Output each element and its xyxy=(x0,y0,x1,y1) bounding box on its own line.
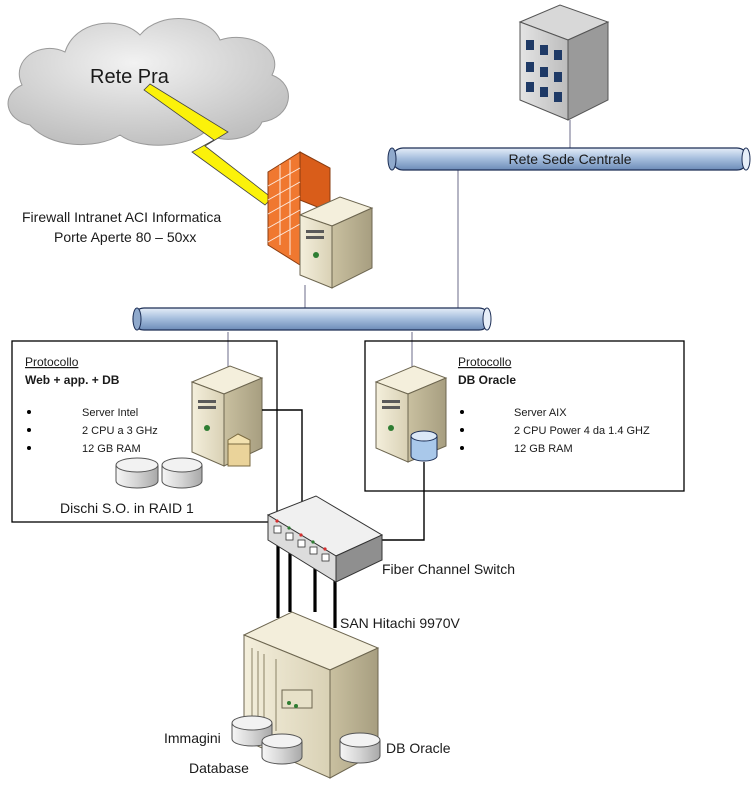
fiber-channel-switch-icon xyxy=(266,495,384,583)
server-right-bullet: 2 CPU Power 4 da 1.4 GHZ xyxy=(514,425,650,437)
building-icon xyxy=(518,4,610,121)
network-local-pipe xyxy=(132,307,492,331)
server-left-bullet: 2 CPU a 3 GHz xyxy=(82,425,158,437)
server-right-subtitle: DB Oracle xyxy=(458,373,516,387)
server-left-title: Protocollo xyxy=(25,355,79,369)
connectors xyxy=(227,120,571,370)
server-left-icon xyxy=(190,365,264,467)
server-left-box xyxy=(11,340,278,523)
san-disk-label: Database xyxy=(189,760,249,776)
server-right-box xyxy=(364,340,685,492)
disk-icon xyxy=(115,457,159,489)
server-left-bullets xyxy=(27,410,31,450)
firewall-label-line2: Porte Aperte 80 – 50xx xyxy=(54,229,196,245)
firewall-label-line1: Firewall Intranet ACI Informatica xyxy=(22,209,221,225)
san-disk-label: Immagini xyxy=(164,730,221,746)
server-right-bullet: Server AIX xyxy=(514,407,567,419)
server-right-bullet: 12 GB RAM xyxy=(514,443,573,455)
san-disk-label: DB Oracle xyxy=(386,740,451,756)
san-label: SAN Hitachi 9970V xyxy=(340,615,461,631)
disk-icon xyxy=(261,733,303,765)
server-right-title: Protocollo xyxy=(458,355,512,369)
server-left-bullet: Server Intel xyxy=(82,407,138,419)
server-right-bullets xyxy=(460,410,464,450)
firewall-icon xyxy=(267,151,374,289)
cloud-label: Rete Pra xyxy=(90,66,170,88)
database-icon xyxy=(410,430,438,462)
server-left-subtitle: Web + app. + DB xyxy=(25,373,120,387)
network-central-pipe xyxy=(387,147,751,171)
folder-icon xyxy=(227,433,251,467)
cloud-icon xyxy=(7,18,289,146)
server-left-bullet: 12 GB RAM xyxy=(82,443,141,455)
switch-label: Fiber Channel Switch xyxy=(382,561,515,577)
fiber-cables xyxy=(262,409,425,541)
disk-icon xyxy=(161,457,203,489)
disk-icon xyxy=(339,732,381,764)
lightning-icon xyxy=(143,83,273,206)
network-central-label: Rete Sede Centrale xyxy=(509,151,632,167)
server-left-disks-label: Dischi S.O. in RAID 1 xyxy=(60,500,194,516)
